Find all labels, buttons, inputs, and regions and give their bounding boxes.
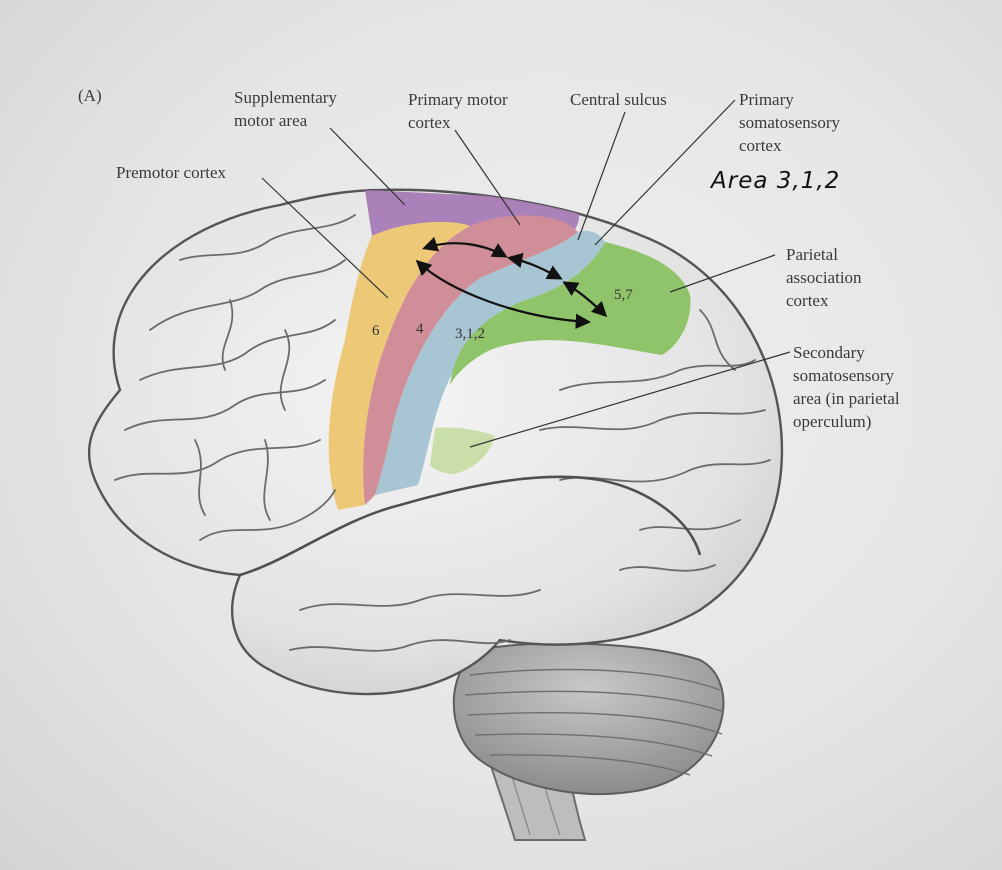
label-primary-motor-cortex: Primary motor cortex bbox=[408, 90, 508, 132]
label-primary-somatosensory-cortex: Primary somatosensory cortex bbox=[739, 90, 841, 155]
cerebellum bbox=[452, 642, 725, 796]
handwritten-note: Area 3,1,2 bbox=[711, 168, 841, 194]
label-supplementary-motor-area: Supplementary motor area bbox=[234, 88, 337, 130]
panel-label: (A) bbox=[78, 86, 102, 105]
label-premotor-cortex: Premotor cortex bbox=[116, 163, 226, 182]
lateral-fissure bbox=[239, 475, 702, 577]
area-57-label: 5,7 bbox=[614, 287, 633, 303]
gyri-sulci bbox=[114, 214, 771, 652]
region-secondary-somatosensory-area bbox=[430, 427, 495, 474]
area-312-label: 3,1,2 bbox=[455, 326, 485, 342]
area-6-label: 6 bbox=[372, 323, 380, 339]
connection-arrows bbox=[415, 236, 608, 329]
label-central-sulcus: Central sulcus bbox=[570, 90, 667, 109]
label-parietal-association-cortex: Parietal association cortex bbox=[786, 245, 862, 310]
region-premotor-cortex bbox=[328, 221, 470, 510]
leader-lines bbox=[261, 99, 791, 448]
label-secondary-somatosensory-area: Secondary somatosensory area (in parieta… bbox=[793, 343, 900, 431]
area-4-label: 4 bbox=[416, 321, 424, 337]
